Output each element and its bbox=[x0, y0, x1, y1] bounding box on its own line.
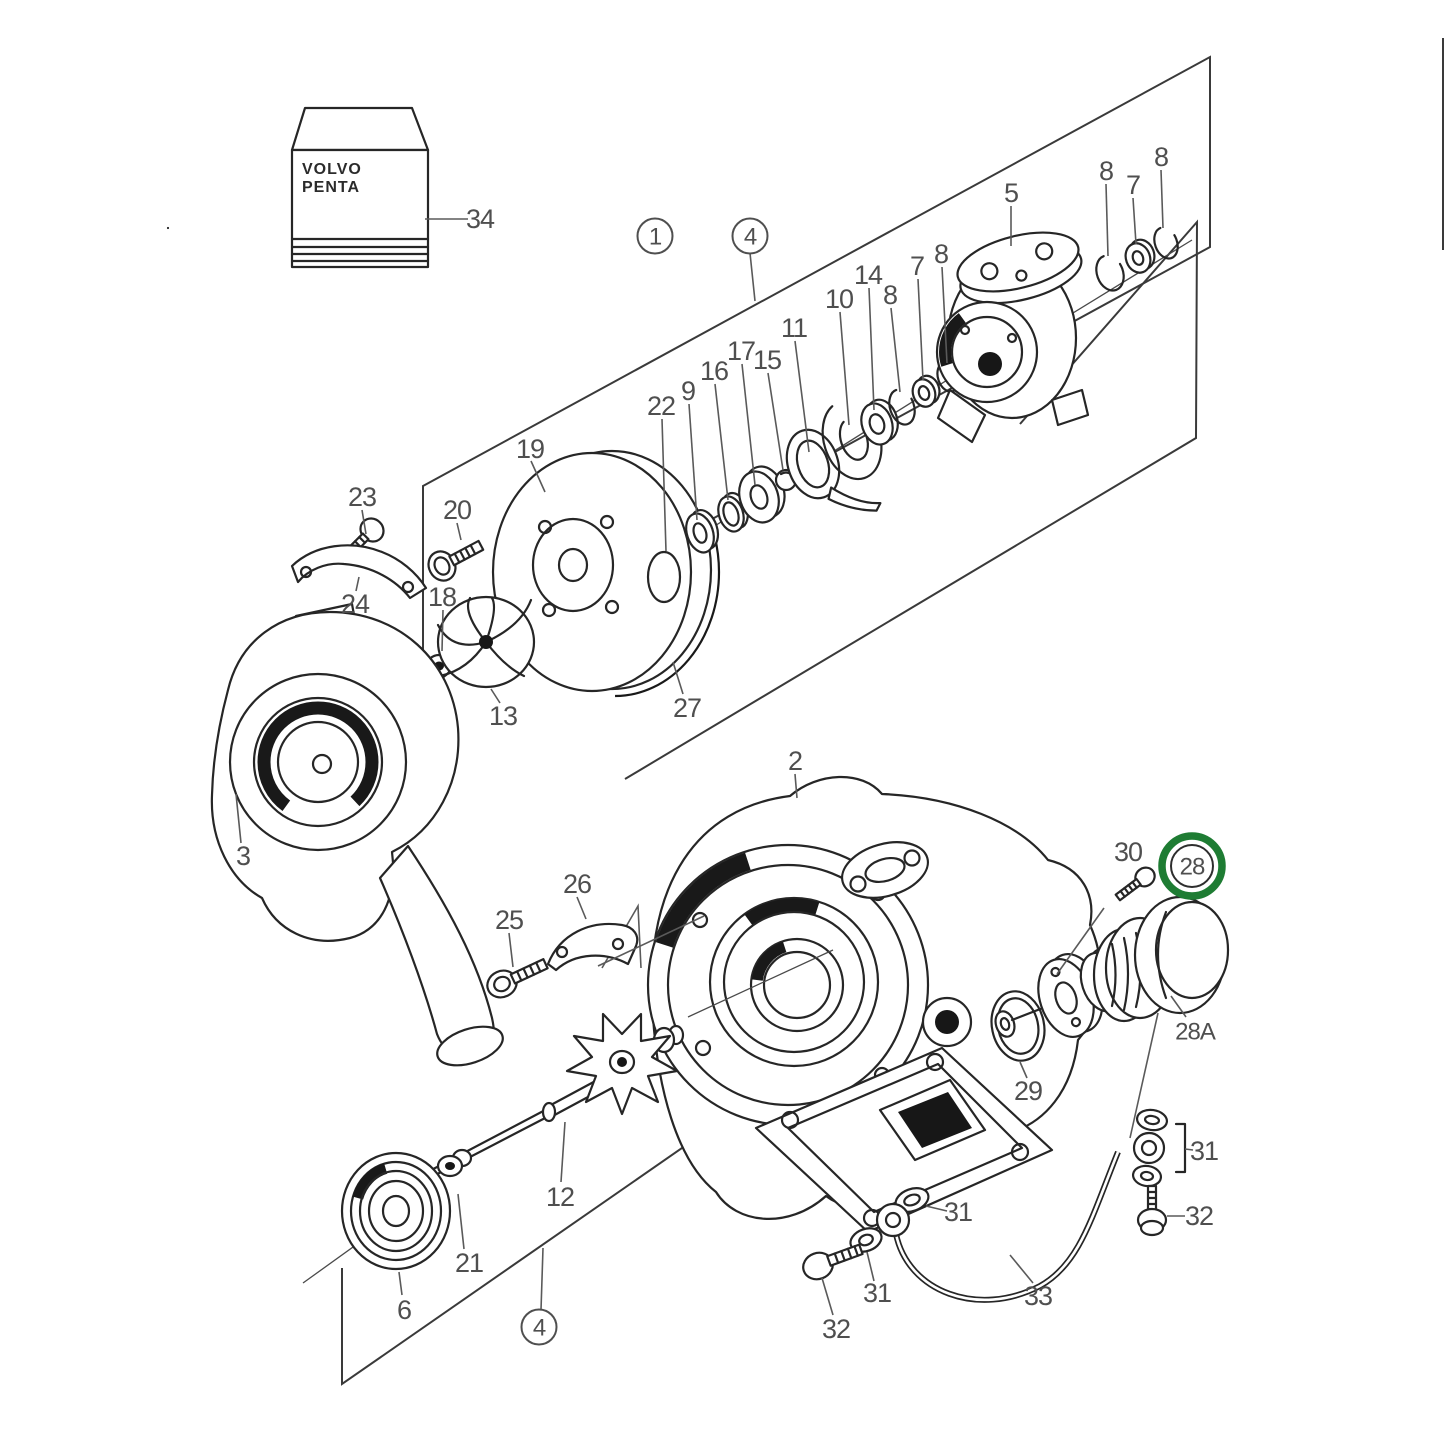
circled-ref-4-top: 4 bbox=[731, 217, 769, 255]
part-13-turbine-wheel bbox=[428, 595, 536, 690]
part-34-kit-box: VOLVO PENTA bbox=[290, 106, 430, 269]
upper-panel-outline bbox=[422, 55, 1211, 679]
callout-30: 30 bbox=[1114, 837, 1142, 867]
circled-ref-4-bottom: 4 bbox=[520, 1308, 558, 1346]
callout-24: 24 bbox=[341, 589, 370, 619]
callout-14: 14 bbox=[854, 260, 883, 290]
circled-references: 1 4 4 bbox=[520, 217, 769, 1346]
callout-20: 20 bbox=[443, 495, 471, 525]
callout-22: 22 bbox=[647, 391, 675, 421]
part-24-bracket bbox=[290, 544, 428, 600]
svg-text:1: 1 bbox=[649, 224, 662, 251]
callout-8-mid2: 8 bbox=[934, 239, 948, 269]
callout-15: 15 bbox=[753, 345, 781, 375]
callout-16: 16 bbox=[700, 356, 728, 386]
part-2-bearing-housing bbox=[646, 775, 1102, 1234]
callout-8-right2: 8 bbox=[1154, 142, 1168, 172]
callout-10: 10 bbox=[825, 284, 853, 314]
brand-volvo: VOLVO bbox=[302, 161, 362, 178]
callout-7-mid: 7 bbox=[910, 251, 924, 281]
part-8-circlip-right1 bbox=[1095, 254, 1125, 292]
circled-ref-1: 1 bbox=[636, 217, 674, 255]
part-22-oval-hole bbox=[646, 550, 682, 604]
lower-left-panel-outline bbox=[341, 1122, 719, 1386]
callout-13: 13 bbox=[489, 701, 517, 731]
part-19-backplate bbox=[491, 446, 721, 698]
callout-19: 19 bbox=[516, 434, 544, 464]
part-3-compressor-housing bbox=[166, 226, 504, 1067]
callout-3: 3 bbox=[236, 841, 250, 871]
callout-6: 6 bbox=[397, 1295, 411, 1325]
callout-11: 11 bbox=[781, 313, 807, 343]
part-20-bolt bbox=[427, 539, 485, 582]
callout-labels: 34 19 22 9 16 17 15 11 10 14 8 7 8 5 8 7… bbox=[236, 142, 1219, 1344]
part-11-seal-ring bbox=[785, 428, 882, 512]
part-7-nut-right bbox=[1124, 238, 1156, 274]
part-14-washer bbox=[860, 398, 899, 446]
parts: VOLVO PENTA bbox=[166, 106, 1230, 1303]
part-6-pulley bbox=[340, 1151, 452, 1271]
part-21-nut bbox=[436, 1148, 473, 1178]
callout-31-bottom: 31 bbox=[863, 1278, 891, 1308]
callout-28a: 28A bbox=[1175, 1019, 1216, 1046]
callout-5: 5 bbox=[1004, 178, 1018, 208]
part-32-bolt-bottom bbox=[802, 1243, 864, 1281]
callout-25: 25 bbox=[495, 905, 523, 935]
callout-27: 27 bbox=[673, 693, 701, 723]
callout-12: 12 bbox=[546, 1182, 574, 1212]
svg-text:4: 4 bbox=[533, 1315, 546, 1342]
highlight-ring-inner bbox=[1170, 844, 1214, 888]
callout-33: 33 bbox=[1024, 1281, 1052, 1311]
part-8-circlip-mid bbox=[888, 388, 916, 426]
highlighted-callout-28[interactable]: 28 bbox=[1158, 832, 1226, 900]
part-25-bolt bbox=[486, 958, 549, 999]
part-31-banjo-right bbox=[1129, 1012, 1187, 1237]
callout-9: 9 bbox=[681, 376, 695, 406]
part-8-circlip-right2 bbox=[1153, 226, 1179, 260]
callout-23: 23 bbox=[348, 482, 376, 512]
part-28a-actuator bbox=[994, 895, 1230, 1038]
leader-lines bbox=[235, 169, 1194, 1316]
callout-8-mid1: 8 bbox=[883, 280, 897, 310]
callout-32-bottom: 32 bbox=[822, 1314, 850, 1344]
callout-34: 34 bbox=[466, 204, 495, 234]
part-7-nut-mid bbox=[911, 374, 941, 408]
callout-2: 2 bbox=[788, 746, 802, 776]
panel-outlines bbox=[341, 38, 1444, 1386]
lower-right-panel-outline bbox=[624, 219, 1199, 780]
svg-text:4: 4 bbox=[744, 224, 757, 251]
callout-7-right: 7 bbox=[1126, 170, 1140, 200]
callout-8-right1: 8 bbox=[1099, 156, 1113, 186]
part-30-bolt bbox=[1114, 866, 1156, 902]
callout-28: 28 bbox=[1180, 854, 1205, 881]
callout-26: 26 bbox=[563, 869, 591, 899]
part-26-lock-plate bbox=[546, 903, 642, 972]
callout-31-mid: 31 bbox=[944, 1197, 972, 1227]
part-5-housing bbox=[935, 231, 1090, 444]
part-33-oil-pipe bbox=[893, 1150, 1121, 1303]
callout-21: 21 bbox=[455, 1248, 483, 1278]
callout-31-right: 31 bbox=[1190, 1136, 1218, 1166]
brand-penta: PENTA bbox=[302, 179, 360, 196]
callout-17: 17 bbox=[727, 336, 755, 366]
callout-18: 18 bbox=[428, 582, 456, 612]
callout-32-right: 32 bbox=[1185, 1201, 1213, 1231]
callout-29: 29 bbox=[1014, 1076, 1042, 1106]
part-16-ring bbox=[717, 491, 749, 533]
